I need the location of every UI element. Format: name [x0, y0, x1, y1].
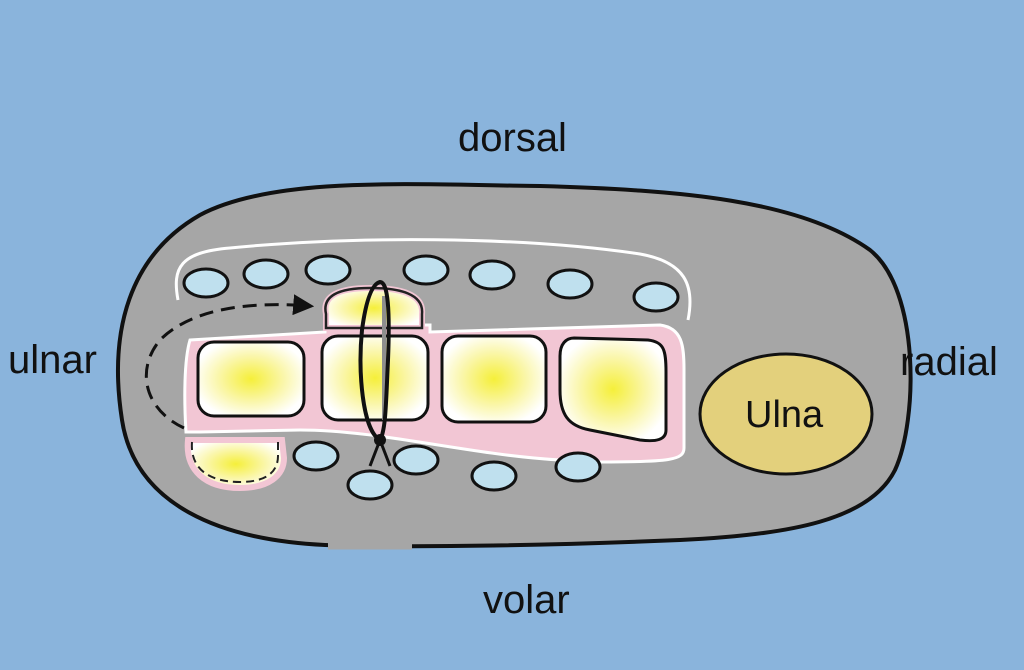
dorsal-boundary-line [174, 238, 692, 321]
vessel [182, 267, 230, 299]
vessel [304, 254, 352, 286]
tendon-2 [320, 334, 430, 422]
suture-loop [358, 279, 391, 442]
vessel [392, 444, 440, 476]
vessel [546, 268, 594, 300]
vessel [554, 451, 602, 483]
label-radial: radial [900, 340, 998, 384]
label-ulnar: ulnar [8, 338, 97, 382]
vessel [468, 259, 516, 291]
label-ulna-bone: Ulna [745, 394, 824, 436]
vessel [292, 440, 340, 472]
tendon-4 [558, 336, 668, 443]
tendon-1 [196, 340, 306, 418]
vessel [346, 469, 394, 501]
volar-slip [184, 437, 288, 492]
vessel [632, 281, 680, 313]
label-dorsal: dorsal [458, 116, 567, 160]
vessel [470, 460, 518, 492]
ulna-bone [698, 352, 874, 476]
vessel [242, 258, 290, 290]
vessel [402, 254, 450, 286]
tendon-3 [440, 334, 548, 424]
label-volar: volar [483, 578, 570, 622]
suture-knot [374, 434, 386, 446]
